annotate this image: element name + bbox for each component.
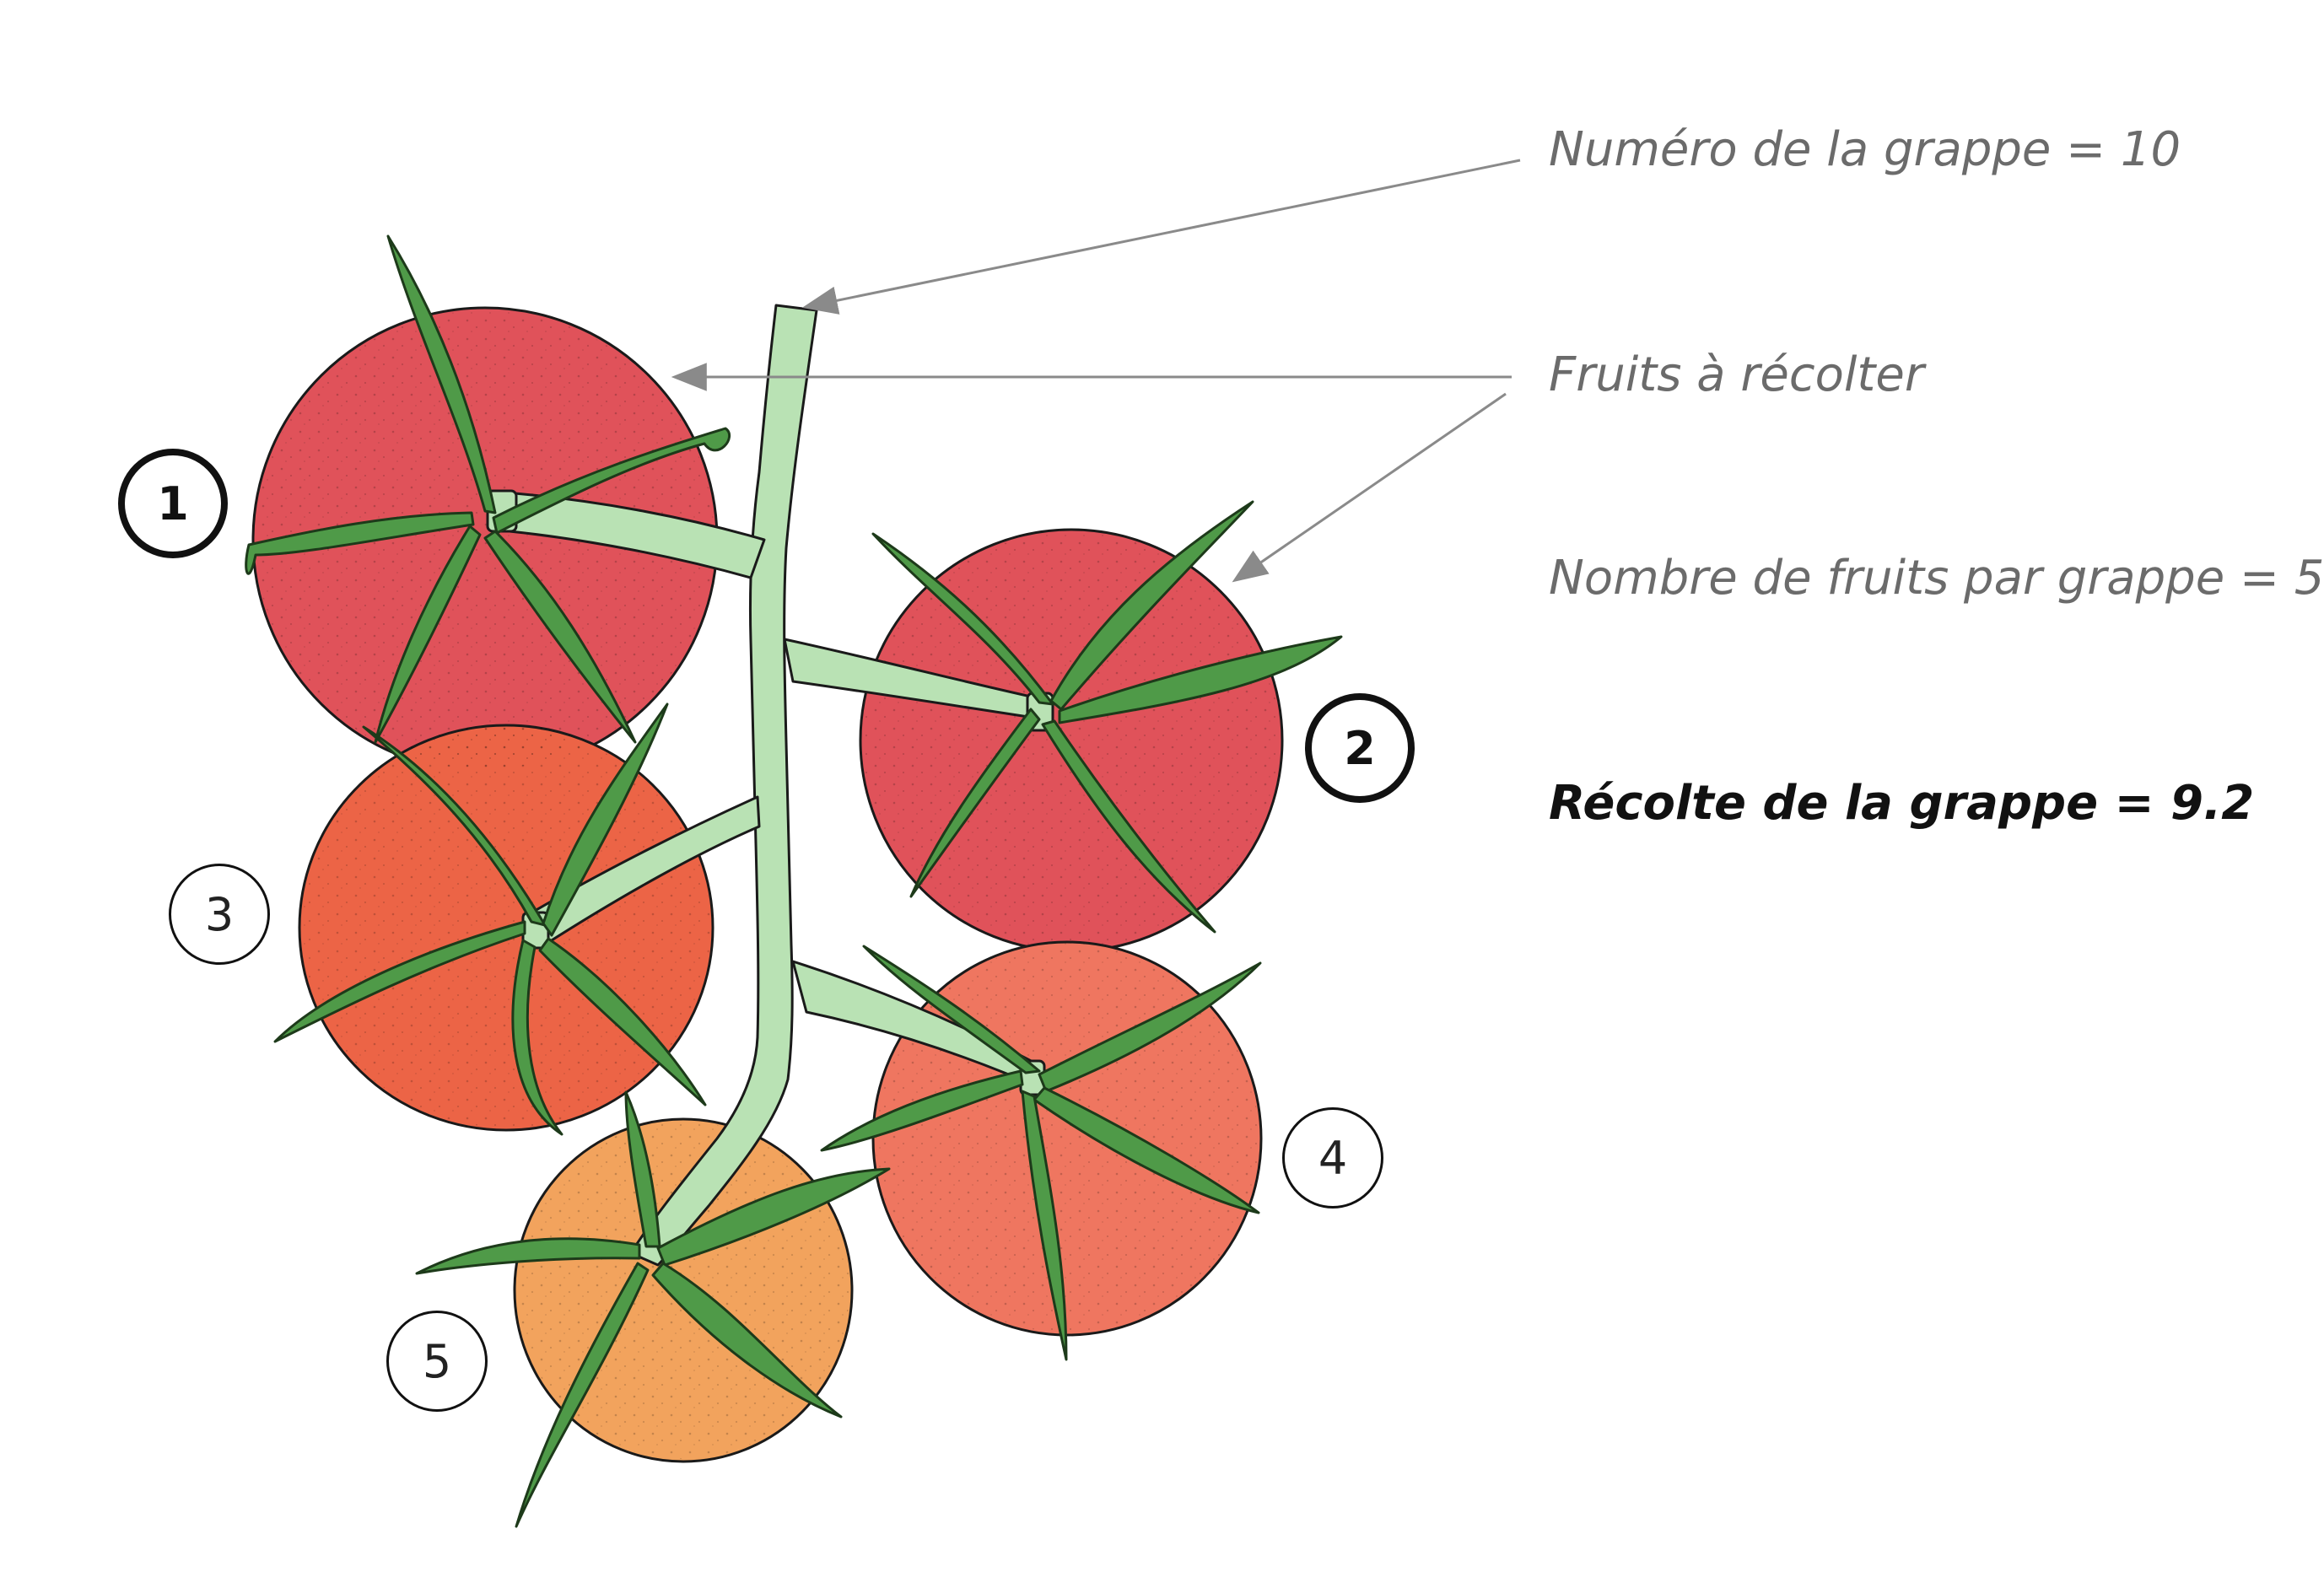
branch-to-tomato-3 [533,795,761,946]
fruit-number-badge-4: 4 [1282,1107,1383,1209]
sepal-tomato-2 [871,500,1343,934]
label-cluster-yield: Récolte de la grappe = 9.2 [1549,776,2255,831]
fruit-number-badge-5: 5 [386,1311,488,1412]
diagram-illustration [245,159,1521,1528]
arrow-cluster-number [801,159,1521,315]
label-cluster-number: Numéro de la grappe = 10 [1549,122,2181,177]
label-fruits-per-cluster: Nombre de fruits par grappe = 5 [1549,551,2324,606]
sepal-tomato-4 [820,945,1262,1361]
annotation-arrows [671,159,1521,583]
tomato-cluster-diagram: Numéro de la grappe = 10 Fruits à récolt… [118,122,2324,1528]
sepal-tomato-1 [245,234,731,744]
branch-to-tomato-1 [503,491,766,579]
fruit-number-badge-3: 3 [169,864,270,965]
arrow-fruit-2 [1232,392,1507,583]
label-fruits-to-harvest: Fruits à récolter [1549,347,1924,402]
sepal-tomato-3 [273,703,707,1136]
tomato-sepals [245,234,1343,1528]
fruit-number-badge-1: 1 [118,449,228,558]
sepal-tomato-5 [415,1090,891,1528]
fruit-number-badge-2: 2 [1305,693,1415,803]
